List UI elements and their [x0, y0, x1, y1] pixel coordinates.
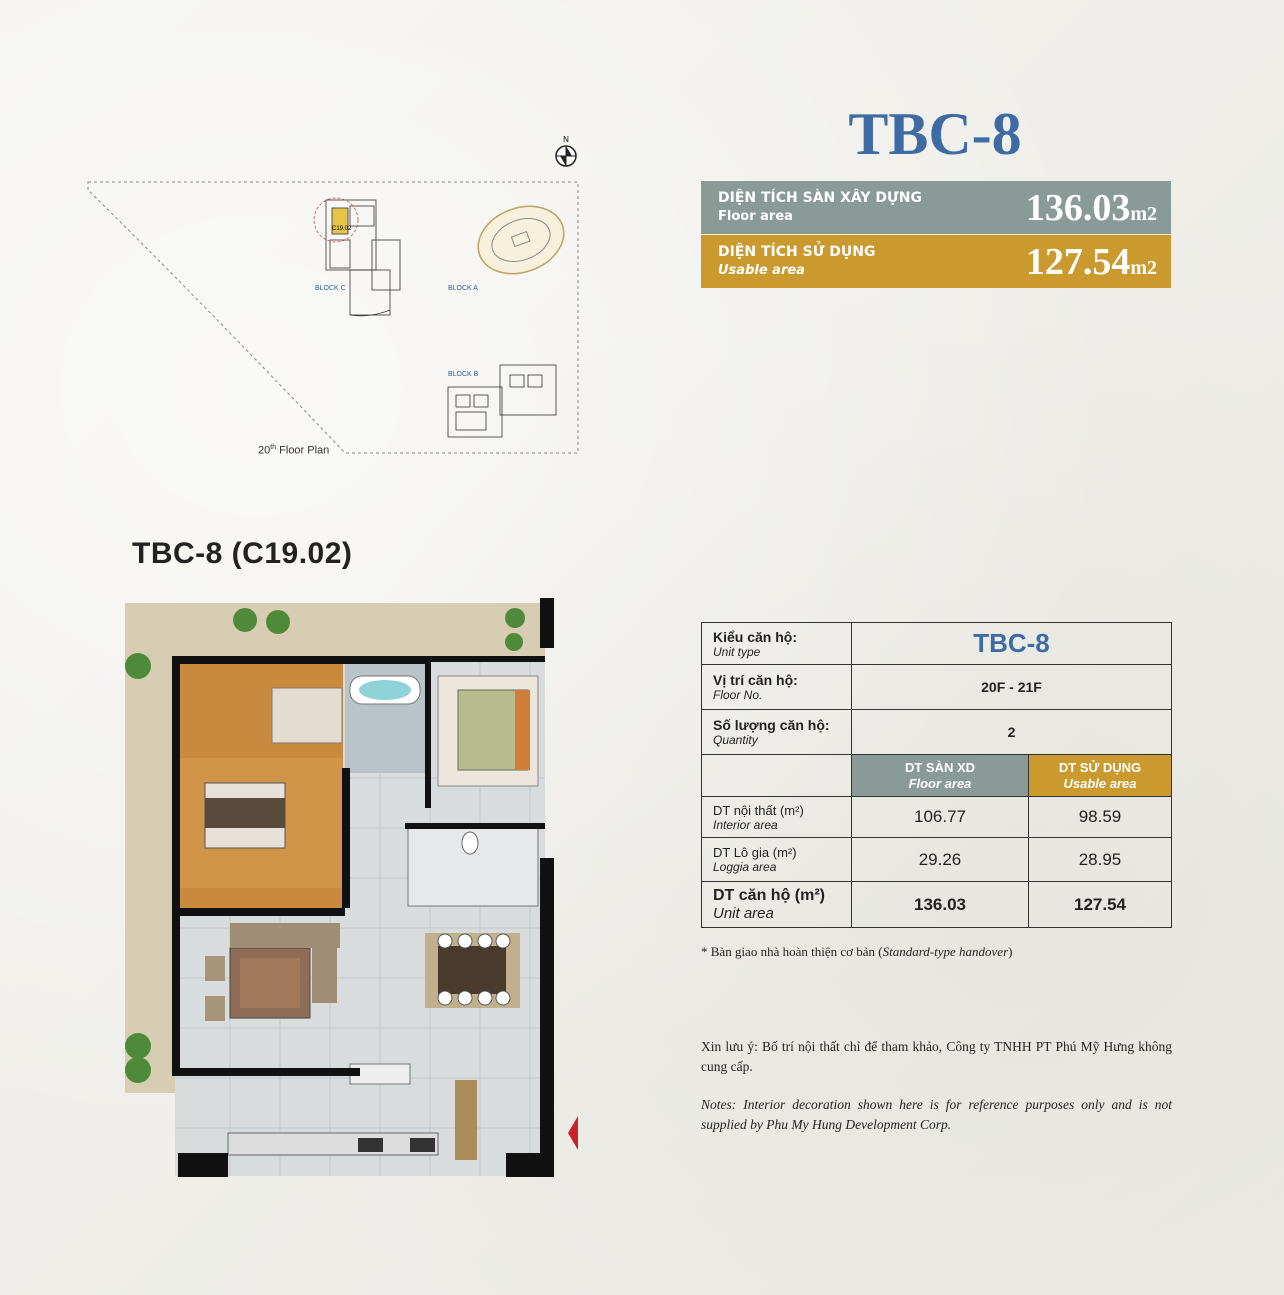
unit-usable-value: 127.54: [1028, 881, 1172, 928]
table-row: Vị trí căn hộ:Floor No. 20F - 21F: [701, 664, 1172, 710]
table-row: DT Lô gia (m²)Loggia area 29.26 28.95: [701, 837, 1172, 882]
loggia-usable-value: 28.95: [1028, 837, 1172, 882]
row-label-en: Unit type: [713, 644, 761, 659]
row-label-en: Floor No.: [713, 688, 763, 702]
unit-info-table: Kiểu căn hộ:Unit type TBC-8 Vị trí căn h…: [701, 622, 1172, 928]
usable-area-unit: m2: [1130, 256, 1157, 279]
unit-heading: TBC-8 (C19.02): [132, 537, 353, 570]
usable-area-value: 127.54: [1025, 240, 1131, 283]
col-floor-vi: DT SÀN XD: [904, 759, 976, 775]
loggia-floor-value: 29.26: [851, 837, 1029, 882]
col-usable-vi: DT SỬ DỤNG: [1058, 759, 1142, 775]
area-label-en: Unit area: [713, 905, 774, 922]
block-b-drawing: [447, 364, 557, 438]
floor-area-label-en: Floor area: [718, 209, 793, 224]
plants: [125, 608, 525, 1083]
table-row: DT nội thất (m²)Interior area 106.77 98.…: [701, 796, 1172, 838]
handover-suffix: ): [1008, 944, 1013, 959]
area-label-en: Loggia area: [713, 860, 777, 874]
bed-left-top: [271, 687, 343, 744]
floor-no-value: 20F - 21F: [851, 664, 1172, 710]
unit-floor-value: 136.03: [851, 881, 1029, 928]
entrance-arrow-icon: [568, 1116, 578, 1150]
area-label-vi: DT nội thất (m²): [713, 802, 804, 818]
site-plan: N C19.02 BLOCK C BLOCK A BLOCK B: [87, 135, 579, 454]
handover-prefix: * Bàn giao nhà hoàn thiện cơ bản (: [701, 944, 883, 959]
block-a-label: BLOCK A: [448, 285, 478, 292]
block-c-label: BLOCK C: [315, 285, 346, 292]
kitchen-counter: [227, 1132, 439, 1156]
kitchen-cabinet: [455, 1080, 477, 1160]
site-boundary: [87, 181, 579, 454]
handover-note: * Bàn giao nhà hoàn thiện cơ bản (Standa…: [701, 944, 1012, 960]
unit-floor-plan: [125, 598, 578, 1177]
note-english: Notes: Interior decoration shown here is…: [701, 1097, 1172, 1132]
usable-area-label-vi: DIỆN TÍCH SỬ DỤNG: [718, 244, 876, 260]
note-vietnamese: Xin lưu ý: Bố trí nội thất chỉ để tham k…: [701, 1039, 1172, 1074]
caption-prefix: 20: [258, 444, 271, 457]
caption-sup: th: [270, 444, 277, 451]
floor-area-bar: DIỆN TÍCH SÀN XÂY DỰNG Floor area 136.03…: [701, 181, 1171, 234]
floor-area-unit: m2: [1130, 202, 1157, 225]
table-row: Kiểu căn hộ:Unit type TBC-8: [701, 622, 1172, 665]
block-a-pool: [477, 205, 565, 275]
row-label-vi: Kiểu căn hộ:: [713, 628, 798, 645]
caption-rest: Floor Plan: [276, 444, 330, 457]
usable-area-bar: DIỆN TÍCH SỬ DỤNG Usable area 127.54m2: [701, 235, 1171, 288]
page-title: TBC-8: [848, 101, 1022, 167]
table-row: DT căn hộ (m²)Unit area 136.03 127.54: [701, 881, 1172, 928]
bathroom-1: [345, 658, 425, 773]
floor-area-value: 136.03: [1025, 186, 1131, 229]
compass-icon: N: [555, 135, 577, 167]
interior-usable-value: 98.59: [1028, 796, 1172, 838]
unit-marker-label: C19.02: [332, 226, 352, 232]
col-usable-en: Usable area: [1063, 775, 1137, 791]
row-label-en: Quantity: [713, 733, 758, 747]
handover-italic: Standard-type handover: [882, 944, 1009, 959]
table-row: Số lượng căn hộ:Quantity 2: [701, 709, 1172, 755]
unit-type-value: TBC-8: [851, 622, 1172, 665]
row-label-vi: Số lượng căn hộ:: [713, 717, 830, 733]
block-c-drawing: [313, 197, 401, 317]
floor-area-label-vi: DIỆN TÍCH SÀN XÂY DỰNG: [718, 190, 922, 206]
site-plan-caption: 20th Floor Plan: [258, 444, 329, 457]
area-label-vi: DT Lô gia (m²): [713, 845, 797, 860]
col-floor-en: Floor area: [908, 775, 972, 791]
compass-label: N: [563, 135, 569, 144]
area-label-en: Interior area: [713, 817, 778, 832]
usable-area-label-en: Usable area: [718, 263, 805, 278]
area-label-vi: DT căn hộ (m²): [713, 887, 825, 904]
quantity-value: 2: [851, 709, 1172, 755]
walls: [172, 598, 554, 1177]
row-label-vi: Vị trí căn hộ:: [713, 672, 798, 688]
interior-floor-value: 106.77: [851, 796, 1029, 838]
block-b-label: BLOCK B: [448, 371, 479, 378]
